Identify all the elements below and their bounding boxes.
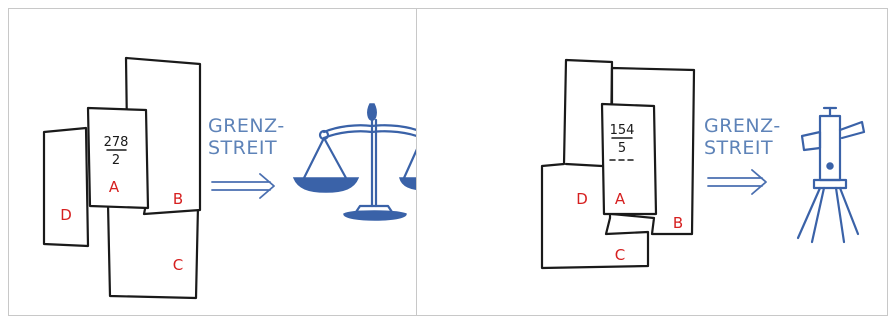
parcel-c-label: C bbox=[615, 246, 625, 264]
parcel-a-label: A bbox=[109, 178, 120, 196]
parcel-d-label: D bbox=[60, 206, 72, 224]
parcel-b-label: B bbox=[173, 190, 183, 208]
fraction-denominator: 5 bbox=[618, 141, 626, 156]
left-illustration: D C B A 278 2 GRENZ- STREIT bbox=[8, 8, 480, 316]
fraction-numerator: 278 bbox=[104, 135, 129, 150]
parcel-d-label: D bbox=[576, 190, 588, 208]
parcel-c-shape bbox=[108, 204, 198, 298]
parcel-d-shape bbox=[44, 128, 88, 246]
right-illustration-panel: D A B C 154 5 GRENZ- STREIT bbox=[416, 8, 888, 316]
parcel-a-shape bbox=[602, 104, 656, 214]
caption-line-2: STREIT bbox=[208, 137, 277, 159]
right-illustration: D A B C 154 5 GRENZ- STREIT bbox=[416, 8, 888, 316]
parcel-a-label: A bbox=[615, 190, 626, 208]
parcel-c-label: C bbox=[173, 256, 183, 274]
fraction-denominator: 2 bbox=[112, 153, 120, 168]
left-illustration-panel: D C B A 278 2 GRENZ- STREIT bbox=[8, 8, 480, 316]
caption-line-1: GRENZ- bbox=[208, 115, 285, 137]
caption-line-2: STREIT bbox=[704, 137, 773, 159]
fraction-numerator: 154 bbox=[610, 123, 635, 138]
caption-line-1: GRENZ- bbox=[704, 115, 781, 137]
parcel-b-label: B bbox=[673, 214, 683, 232]
